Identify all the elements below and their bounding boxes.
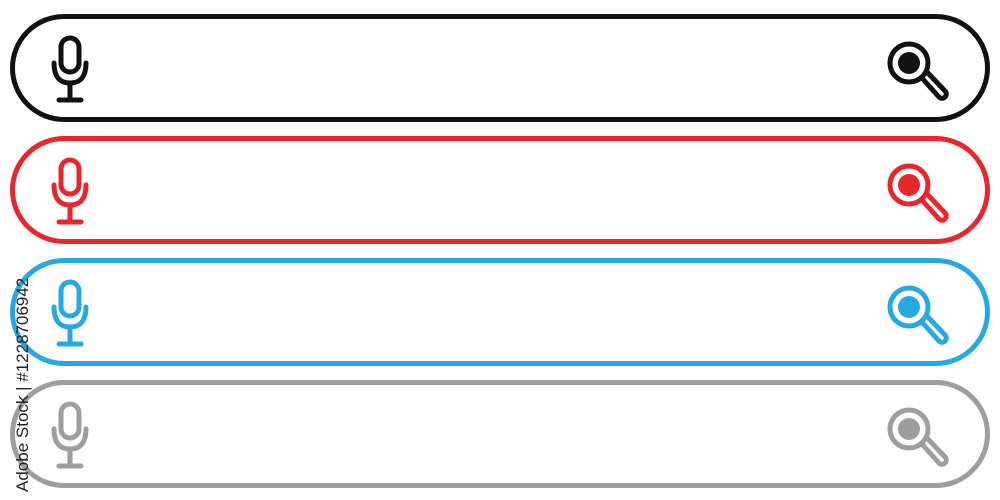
magnifier-icon[interactable] bbox=[885, 405, 949, 469]
microphone-icon[interactable] bbox=[49, 35, 91, 105]
microphone-icon[interactable] bbox=[49, 401, 91, 471]
microphone-icon[interactable] bbox=[49, 157, 91, 227]
magnifier-icon[interactable] bbox=[885, 283, 949, 347]
stock-watermark: Adobe Stock | #1228706942 bbox=[13, 277, 32, 492]
search-bar-black[interactable] bbox=[10, 14, 990, 122]
magnifier-icon[interactable] bbox=[885, 39, 949, 103]
search-bar-gray[interactable] bbox=[10, 380, 990, 488]
magnifier-icon[interactable] bbox=[885, 161, 949, 225]
search-bar-blue[interactable] bbox=[10, 258, 990, 366]
search-bar-red[interactable] bbox=[10, 136, 990, 244]
search-bar-list bbox=[10, 14, 990, 500]
microphone-icon[interactable] bbox=[49, 279, 91, 349]
